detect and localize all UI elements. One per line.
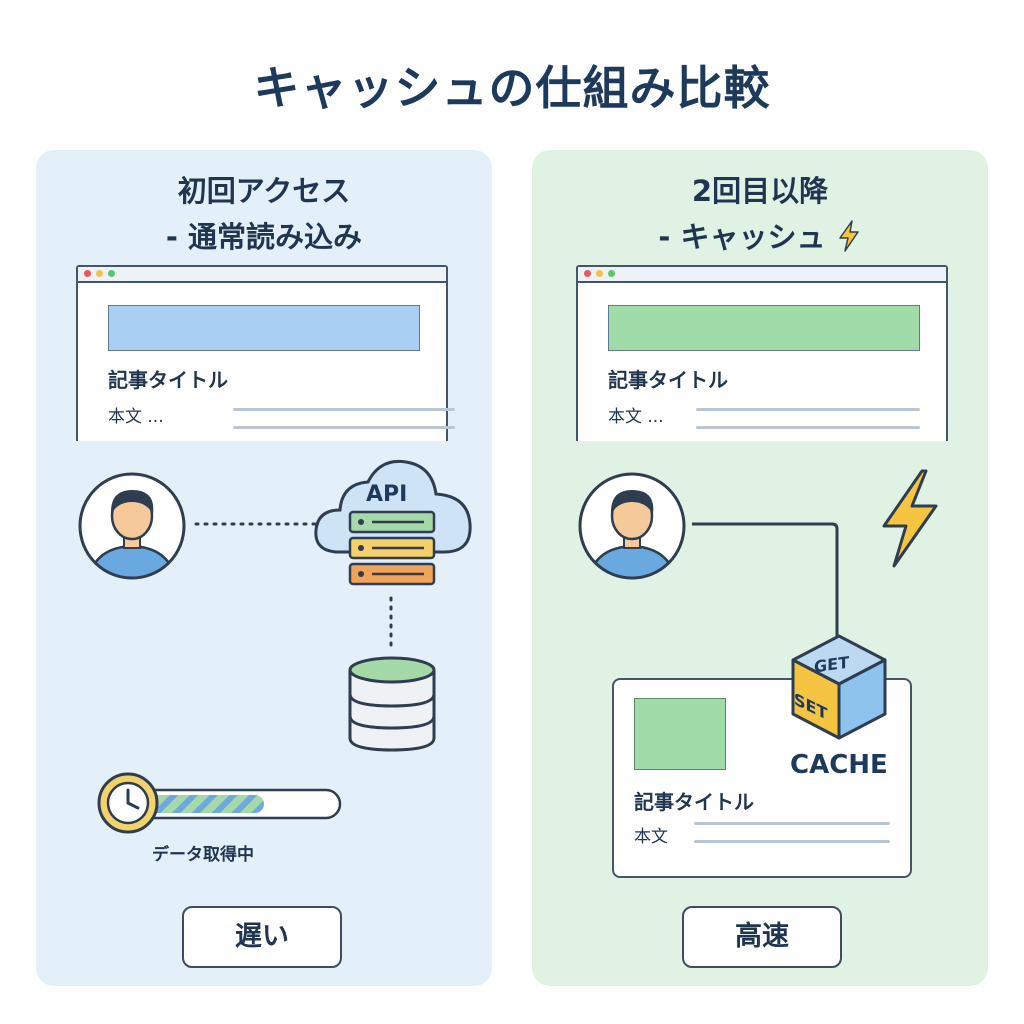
- lightning-icon: [882, 469, 938, 568]
- cloud-api-server-icon: [314, 459, 472, 586]
- progress-label: データ取得中: [152, 845, 254, 865]
- loading-progress: [97, 772, 342, 834]
- article-body: 本文 ...: [108, 407, 164, 427]
- repeat-access-heading-line1: 2回目以降: [691, 174, 829, 208]
- lightning-icon: [838, 220, 859, 252]
- api-label: API: [366, 482, 408, 507]
- user-avatar-icon: [78, 472, 186, 580]
- cache-card: 記事タイトル 本文: [612, 678, 912, 878]
- first-access-heading: 初回アクセス - 通常読み込み: [36, 168, 492, 260]
- cache-cube-icon: [791, 634, 887, 740]
- text-line: [696, 408, 920, 411]
- hero-banner: [108, 305, 420, 351]
- text-line: [694, 822, 890, 825]
- text-line: [233, 426, 455, 429]
- close-dot-icon: [584, 270, 591, 277]
- browser-titlebar: [578, 267, 946, 283]
- connection-lines: [692, 522, 839, 638]
- clock-icon: [97, 772, 159, 834]
- article-body: 本文 ...: [608, 407, 664, 427]
- repeat-access-heading-line2: - キャッシュ: [658, 220, 826, 254]
- close-dot-icon: [84, 270, 91, 277]
- cache-thumbnail: [634, 698, 726, 770]
- cache-article-title: 記事タイトル: [634, 790, 754, 814]
- page-title: キャッシュの仕組み比較: [253, 61, 771, 115]
- first-access-panel: 初回アクセス - 通常読み込み 記事タイトル 本文 ...: [36, 150, 492, 986]
- speed-badge-fast: 高速: [682, 906, 842, 968]
- maximize-dot-icon: [108, 270, 115, 277]
- first-access-heading-line1: 初回アクセス: [177, 174, 351, 208]
- user-avatar-icon: [578, 472, 686, 580]
- browser-window: 記事タイトル 本文 ...: [576, 265, 948, 441]
- cache-article-body: 本文: [634, 827, 668, 847]
- progress-fill: [148, 795, 264, 813]
- text-line: [696, 426, 920, 429]
- article-title: 記事タイトル: [108, 368, 228, 392]
- minimize-dot-icon: [596, 270, 603, 277]
- maximize-dot-icon: [608, 270, 615, 277]
- database-icon: [348, 656, 436, 752]
- minimize-dot-icon: [96, 270, 103, 277]
- hero-banner: [608, 305, 920, 351]
- repeat-access-heading-line2-wrap: - キャッシュ: [532, 214, 988, 260]
- direct-line: [692, 522, 839, 638]
- text-line: [233, 408, 455, 411]
- repeat-access-heading: 2回目以降 - キャッシュ: [532, 168, 988, 260]
- browser-window: 記事タイトル 本文 ...: [76, 265, 455, 441]
- browser-titlebar: [78, 267, 446, 283]
- article-title: 記事タイトル: [608, 368, 728, 392]
- connection-lines: [194, 522, 393, 652]
- speed-badge-slow: 遅い: [182, 906, 342, 968]
- cache-label: CACHE: [790, 750, 888, 780]
- repeat-access-panel: 2回目以降 - キャッシュ 記事タイトル 本文 ...: [532, 150, 988, 986]
- first-access-heading-line2: - 通常読み込み: [165, 220, 363, 254]
- text-line: [694, 840, 890, 843]
